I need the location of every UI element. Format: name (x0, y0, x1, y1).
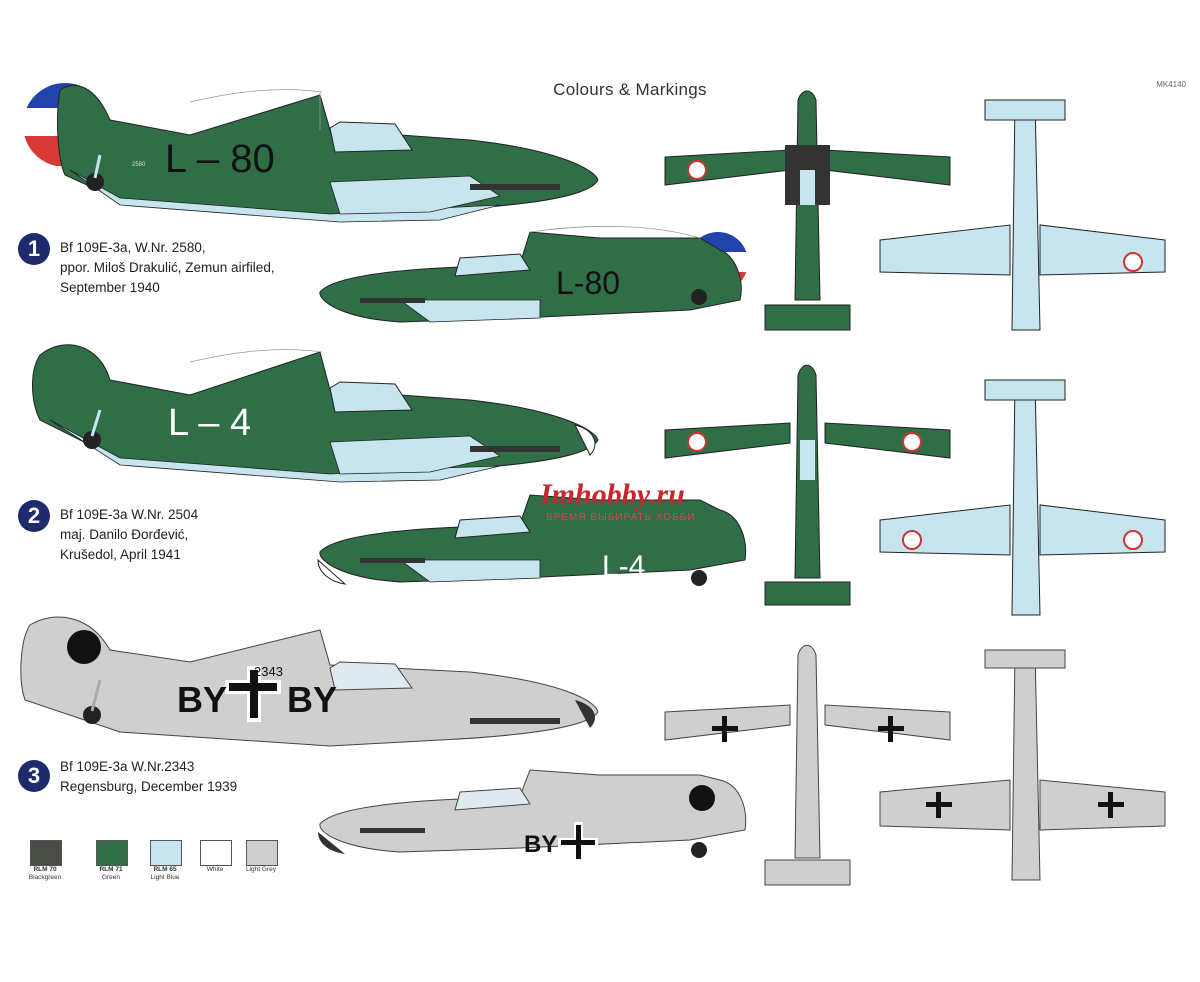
aircraft-2-left-profile (32, 344, 599, 483)
swatch-4-chip (246, 840, 278, 866)
aircraft-2-right-profile (317, 494, 747, 586)
aircraft-1-bottom-view (879, 99, 1166, 331)
swatch-0: RLM 70 Blackgreen (29, 840, 67, 882)
swatch-3: White (200, 840, 237, 874)
variant-3-line-2: Regensburg, December 1939 (60, 779, 238, 794)
aircraft-3-right-profile (318, 769, 747, 862)
swatch-4-desc: Light Grey (246, 866, 276, 873)
aircraft-3-top-view (664, 644, 951, 886)
variant-2-line-3: Krušedol, April 1941 (60, 547, 181, 562)
swatch-0-name: RLM 70 (33, 866, 57, 873)
swatch-1-desc: Green (101, 874, 121, 881)
aircraft-2-code: L – 4 (168, 402, 251, 444)
aircraft-3-code-left: BY (177, 679, 227, 720)
variant-2-line-1: Bf 109E-3a W.Nr. 2504 (60, 507, 199, 522)
variant-2-caption: Bf 109E-3a W.Nr. 2504 maj. Danilo Đorđev… (60, 505, 198, 565)
swatch-1-name: RLM 71 (99, 866, 123, 873)
variant-1-line-2: ppor. Miloš Drakulić, Zemun airfiled, (60, 260, 275, 275)
variant-1-badge: 1 (18, 233, 50, 265)
aircraft-1-code: L – 80 (165, 137, 275, 181)
aircraft-2-bottom-view (879, 379, 1166, 616)
swatch-2: RLM 65 Light Blue (150, 840, 187, 882)
variant-1-line-1: Bf 109E-3a, W.Nr. 2580, (60, 240, 206, 255)
swatch-0-desc: Blackgreen (28, 874, 62, 881)
swatch-1-chip (96, 840, 128, 866)
swatch-3-chip (200, 840, 232, 866)
variant-2-line-2: maj. Danilo Đorđević, (60, 527, 189, 542)
sheet-code: MK4140 (1156, 80, 1186, 89)
swatch-2-name: RLM 65 (153, 866, 177, 873)
aircraft-1-code-right: L-80 (556, 265, 620, 301)
aircraft-1-left-profile (23, 83, 599, 223)
swatch-2-chip (150, 840, 182, 866)
aircraft-3-bottom-view (879, 649, 1166, 881)
aircraft-3-wnr: 2343 (254, 664, 283, 679)
aircraft-1-right-profile (319, 225, 748, 323)
swatch-0-chip (30, 840, 62, 866)
watermark-logo: Imhobby.ru (540, 478, 685, 511)
page-title: Colours & Markings (553, 80, 707, 99)
watermark-tagline: ВРЕМЯ ВЫБИРАТЬ ХОББИ (546, 512, 696, 523)
swatch-2-desc: Light Blue (150, 874, 180, 881)
aircraft-2-code-right: L-4 (602, 550, 645, 583)
variant-1-line-3: September 1940 (60, 280, 160, 295)
variant-3-badge: 3 (18, 760, 50, 792)
variant-2-badge: 2 (18, 500, 50, 532)
aircraft-1-top-view (664, 90, 951, 331)
aircraft-3-code-right: BY (287, 679, 337, 720)
swatch-1: RLM 71 Green (96, 840, 133, 882)
variant-3-caption: Bf 109E-3a W.Nr.2343 Regensburg, Decembe… (60, 757, 237, 797)
aircraft-3-left-profile (20, 616, 599, 747)
swatch-4: Light Grey (246, 840, 283, 874)
aircraft-3-code-side: BY (524, 831, 557, 858)
swatch-3-desc: White (206, 866, 224, 873)
variant-3-line-1: Bf 109E-3a W.Nr.2343 (60, 759, 195, 774)
variant-1-caption: Bf 109E-3a, W.Nr. 2580, ppor. Miloš Drak… (60, 238, 275, 298)
aircraft-2-top-view (664, 364, 951, 606)
aircraft-1-wnr-small: 2580 (132, 162, 146, 168)
